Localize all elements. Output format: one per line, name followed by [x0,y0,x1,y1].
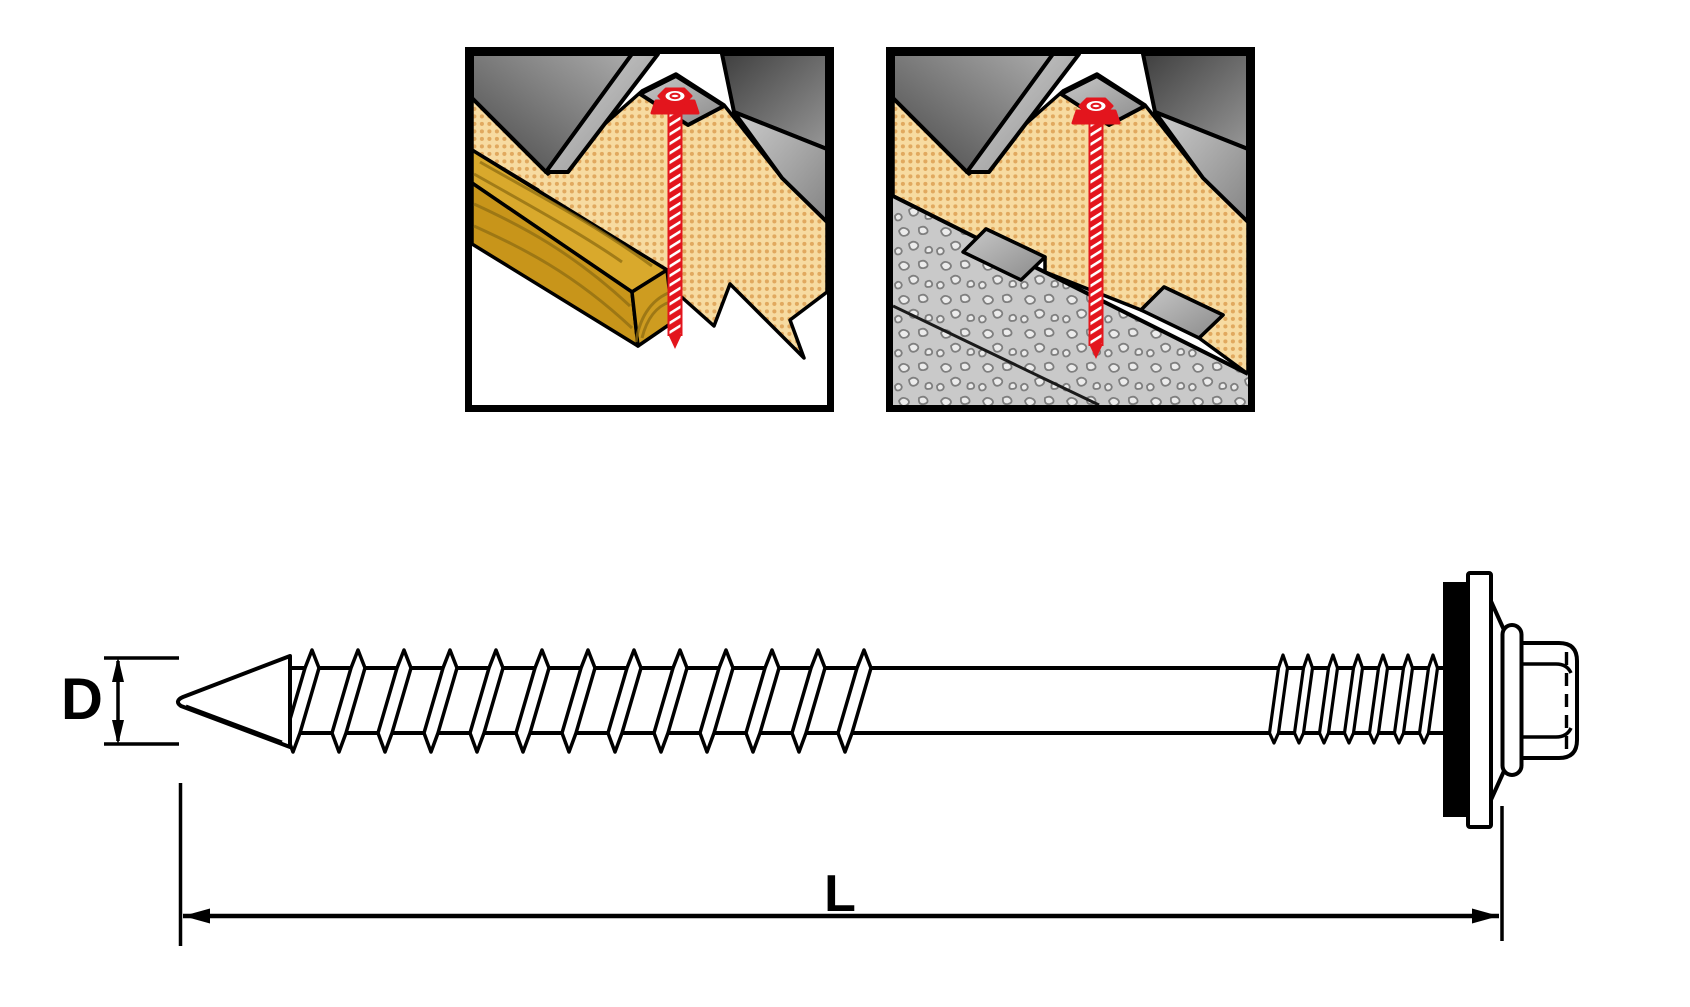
dimension-length: L [178,783,1504,946]
flange-washer [1466,571,1506,829]
application-illustration-concrete [886,47,1255,412]
seal-washer [1443,582,1470,817]
dimension-diameter: D [61,656,179,746]
dimension-l-label: L [824,865,856,923]
application-illustration-wood [465,47,834,412]
hex-head [1500,623,1579,777]
screw-drill-point [176,654,292,749]
flange-rim [1500,623,1524,777]
concrete-slab [893,194,1248,405]
dimension-d-label: D [61,667,103,732]
wood-beam [472,148,675,348]
